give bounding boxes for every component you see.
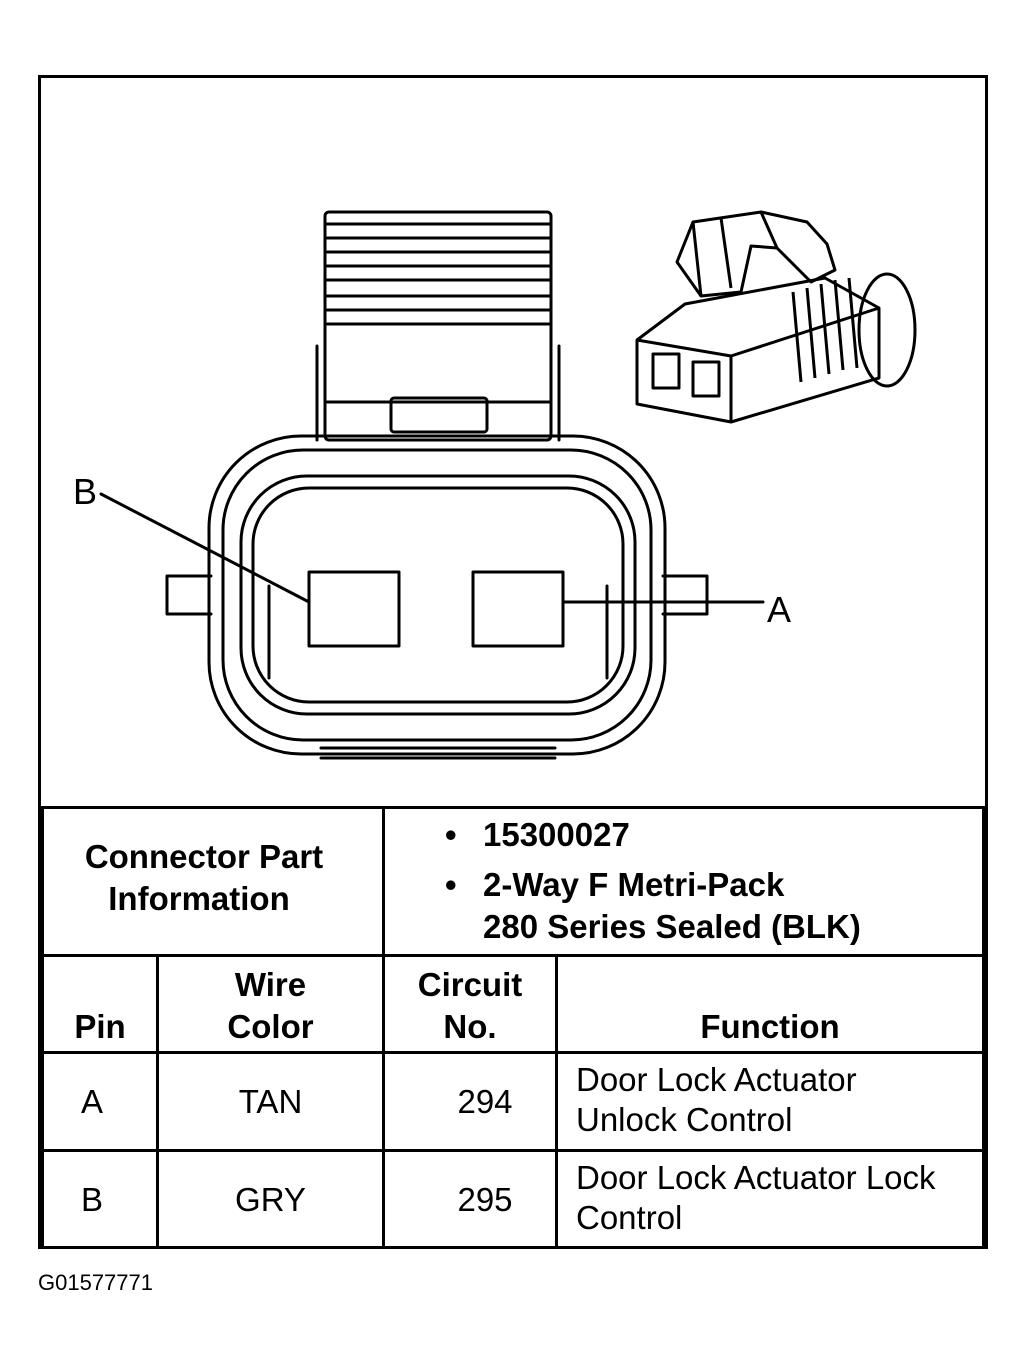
header-function-cell: Function [555, 954, 985, 1054]
row-a-wire-color-cell: TAN [156, 1051, 385, 1152]
connector-face-drawing: B A [73, 210, 917, 760]
row-b-wire-color: GRY [235, 1181, 306, 1218]
row-b-function-line2: Control [576, 1199, 683, 1236]
leader-line-b [99, 492, 311, 604]
row-b-function-cell: Door Lock Actuator Lock Control [555, 1149, 985, 1249]
connector-info-label-line2: Information [108, 880, 290, 917]
row-a-function-cell: Door Lock Actuator Unlock Control [555, 1051, 985, 1152]
pin-label-a: A [767, 589, 791, 630]
row-a-wire-color: TAN [238, 1083, 303, 1120]
connector-description-line1: 2-Way F Metri-Pack [483, 866, 785, 903]
header-circuit-line2: No. [443, 1008, 497, 1045]
cavity-b [307, 570, 401, 648]
connector-isometric-view [635, 210, 917, 424]
header-wire-color-line2: Color [227, 1008, 314, 1045]
header-pin: Pin [74, 1008, 126, 1045]
connector-info-label-line1: Connector Part [84, 838, 324, 875]
diagram-frame: B A Connector Part Information • 1530002… [38, 75, 988, 1249]
connector-description-line2: 280 Series Sealed (BLK) [483, 908, 861, 945]
row-b-wire-color-cell: GRY [156, 1149, 385, 1249]
row-a-function-line1: Door Lock Actuator [576, 1061, 857, 1098]
row-b-circuit-cell: 295 [382, 1149, 558, 1249]
connector-info-label-cell: Connector Part Information [41, 806, 385, 957]
header-pin-cell: Pin [41, 954, 159, 1054]
row-b-pin-cell: B [41, 1149, 159, 1249]
row-a-pin-cell: A [41, 1051, 159, 1152]
row-b-circuit: 295 [457, 1181, 513, 1218]
row-a-function-line2: Unlock Control [576, 1101, 793, 1138]
row-a-circuit-cell: 294 [382, 1051, 558, 1152]
bullet-icon: • [445, 866, 457, 903]
header-wire-color-line1: Wire [234, 966, 307, 1003]
connector-info-value-cell: • 15300027 • 2-Way F Metri-Pack 280 Seri… [382, 806, 985, 957]
part-number: 15300027 [483, 816, 630, 853]
row-b-pin: B [80, 1181, 103, 1218]
bullet-icon: • [445, 816, 457, 853]
row-a-pin: A [80, 1083, 103, 1120]
header-function: Function [700, 1008, 840, 1045]
cavity-a [471, 570, 565, 648]
header-circuit-cell: Circuit No. [382, 954, 558, 1054]
row-b-function-line1: Door Lock Actuator Lock [576, 1159, 936, 1196]
header-wire-color-cell: Wire Color [156, 954, 385, 1054]
figure-id: G01577771 [38, 1270, 153, 1295]
connector-body [165, 434, 709, 760]
header-circuit-line1: Circuit [417, 966, 523, 1003]
connector-latch [315, 210, 561, 442]
pin-label-b: B [73, 471, 97, 512]
row-a-circuit: 294 [457, 1083, 513, 1120]
